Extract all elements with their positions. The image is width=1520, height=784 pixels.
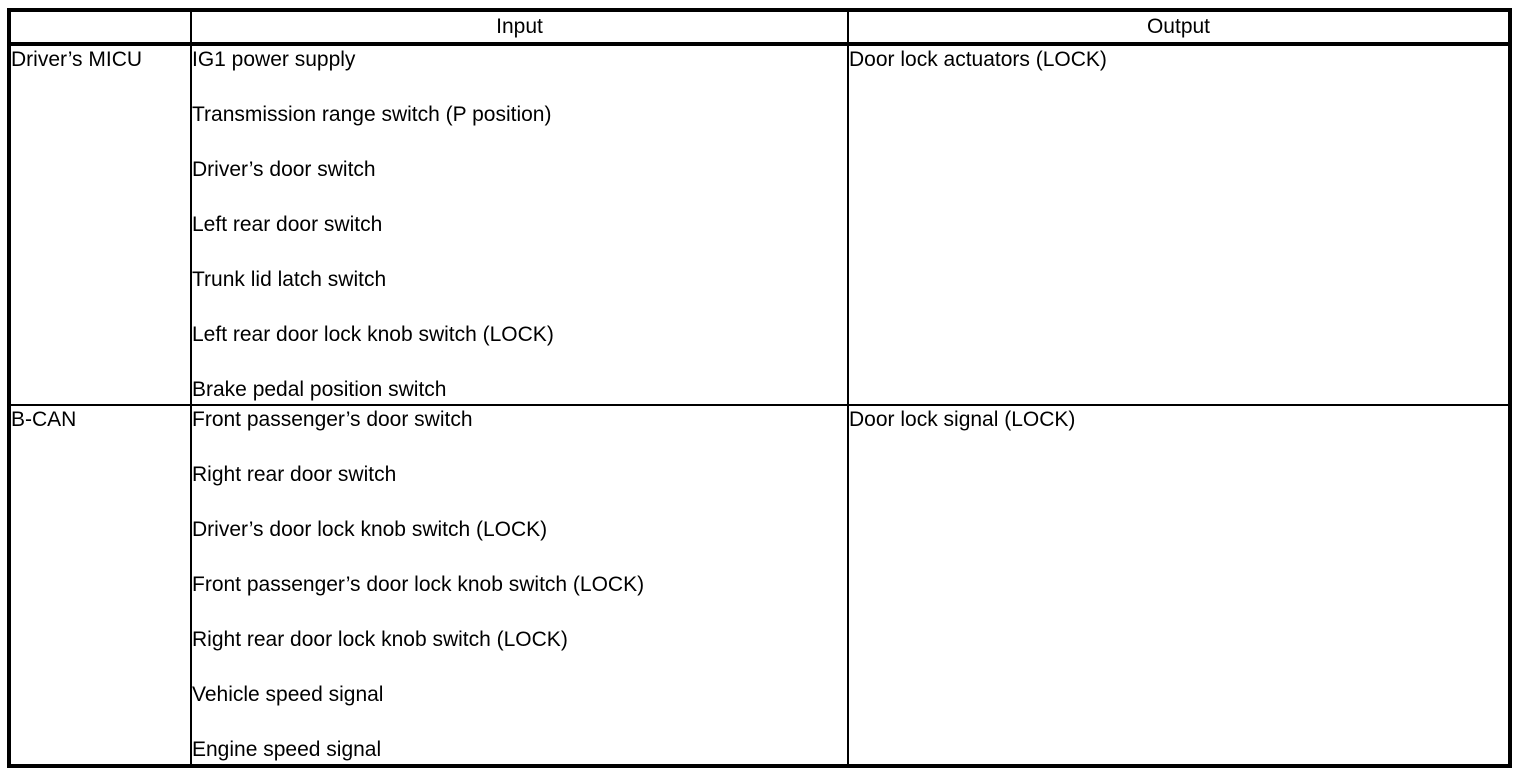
- input-list: IG1 power supply Transmission range swit…: [192, 46, 846, 403]
- output-cell: Door lock signal (LOCK): [847, 404, 1511, 767]
- input-item: Right rear door switch: [192, 463, 397, 486]
- input-list: Front passenger’s door switch Right rear…: [192, 407, 846, 764]
- input-item: Driver’s door lock knob switch (LOCK): [192, 518, 548, 541]
- output-column-header: Output: [847, 9, 1511, 46]
- input-column-header: Input: [190, 9, 849, 46]
- input-item: Left rear door switch: [192, 213, 383, 236]
- input-cell: IG1 power supply Transmission range swit…: [190, 43, 849, 406]
- corner-cell: [8, 9, 192, 46]
- input-item: Driver’s door switch: [192, 158, 376, 181]
- output-item: Door lock signal (LOCK): [849, 408, 1076, 431]
- source-cell: B-CAN: [8, 404, 192, 767]
- input-item: IG1 power supply: [192, 48, 356, 71]
- header-row: Input Output: [8, 9, 1511, 46]
- output-cell: Door lock actuators (LOCK): [847, 43, 1511, 406]
- input-item: Brake pedal position switch: [192, 378, 447, 401]
- input-item: Vehicle speed signal: [192, 683, 384, 706]
- input-item: Engine speed signal: [192, 738, 382, 761]
- source-cell: Driver’s MICU: [8, 43, 192, 406]
- output-item: Door lock actuators (LOCK): [849, 48, 1107, 71]
- input-item: Transmission range switch (P position): [192, 103, 552, 126]
- table-row-b-can: B-CAN Front passenger’s door switch Righ…: [8, 404, 1511, 767]
- input-cell: Front passenger’s door switch Right rear…: [190, 404, 849, 767]
- input-item: Left rear door lock knob switch (LOCK): [192, 323, 554, 346]
- table-row-drivers-micu: Driver’s MICU IG1 power supply Transmiss…: [8, 43, 1511, 406]
- input-item: Front passenger’s door lock knob switch …: [192, 573, 645, 596]
- input-item: Trunk lid latch switch: [192, 268, 387, 291]
- source-label: B-CAN: [11, 408, 77, 431]
- source-label: Driver’s MICU: [11, 48, 143, 71]
- input-item: Right rear door lock knob switch (LOCK): [192, 628, 568, 651]
- input-item: Front passenger’s door switch: [192, 408, 473, 431]
- signal-io-table: Input Output Driver’s MICU IG1 power sup…: [7, 8, 1512, 768]
